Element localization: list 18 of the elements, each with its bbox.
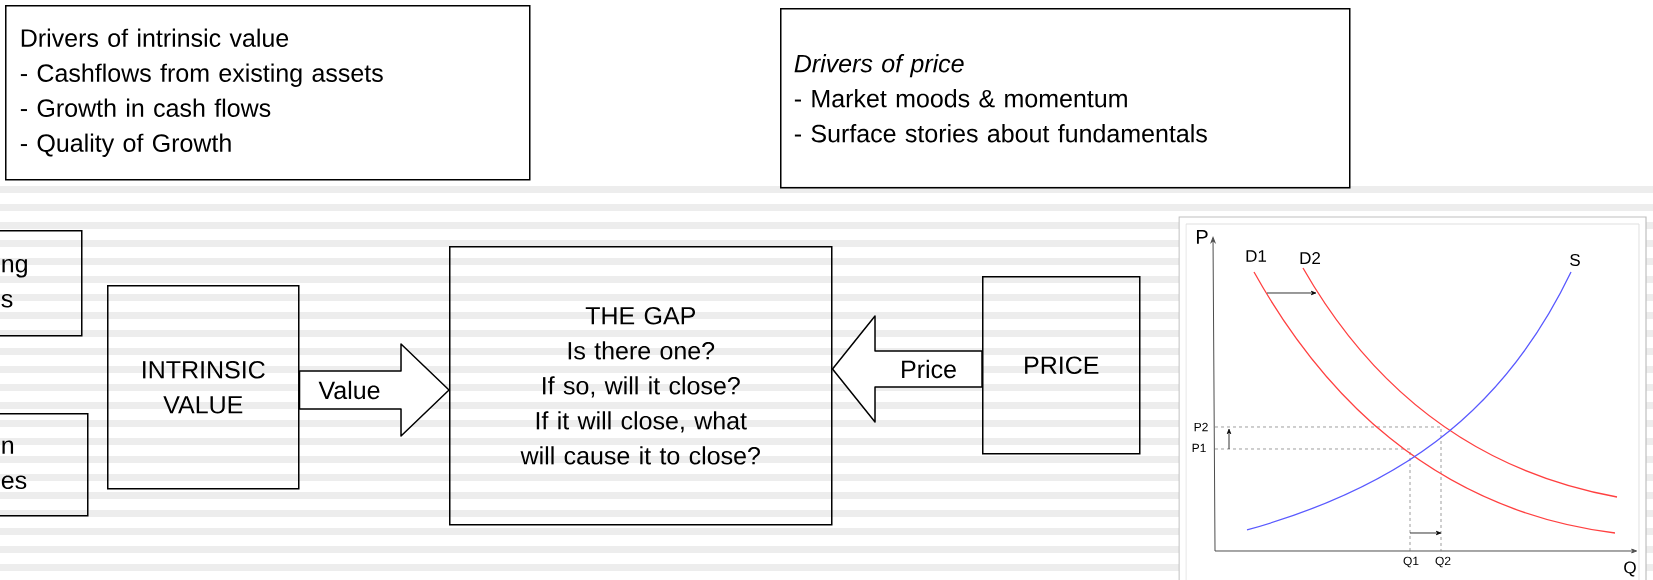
text-box: n es bbox=[0, 413, 89, 517]
chart-label: P2 bbox=[1194, 422, 1208, 432]
text-box: Drivers of price - Market moods & momentum - Surface stories about fundamentals bbox=[780, 8, 1351, 189]
chart-label: P bbox=[1197, 230, 1208, 244]
chart-label: Q bbox=[1624, 561, 1636, 577]
text-box: INTRINSIC VALUE bbox=[107, 285, 300, 490]
edge-label: Value bbox=[317, 379, 382, 401]
text-box: PRICE bbox=[982, 276, 1141, 455]
edge-label: Price bbox=[899, 358, 958, 380]
text-box: ng s bbox=[0, 230, 83, 337]
chart-label: S bbox=[1570, 253, 1580, 266]
chart-label: P1 bbox=[1192, 443, 1206, 453]
chart-label: D2 bbox=[1300, 252, 1320, 264]
text-box: Drivers of intrinsic value - Cashflows from existing assets - Growth in cash flows - Quality of Growth bbox=[5, 5, 531, 181]
chart-label: D1 bbox=[1246, 250, 1267, 262]
text-box: THE GAP Is there one? If so, will it close? If it will close, what will cause it to close? bbox=[449, 246, 833, 526]
chart-label: Q2 bbox=[1435, 556, 1451, 568]
chart-label: Q1 bbox=[1403, 556, 1419, 568]
